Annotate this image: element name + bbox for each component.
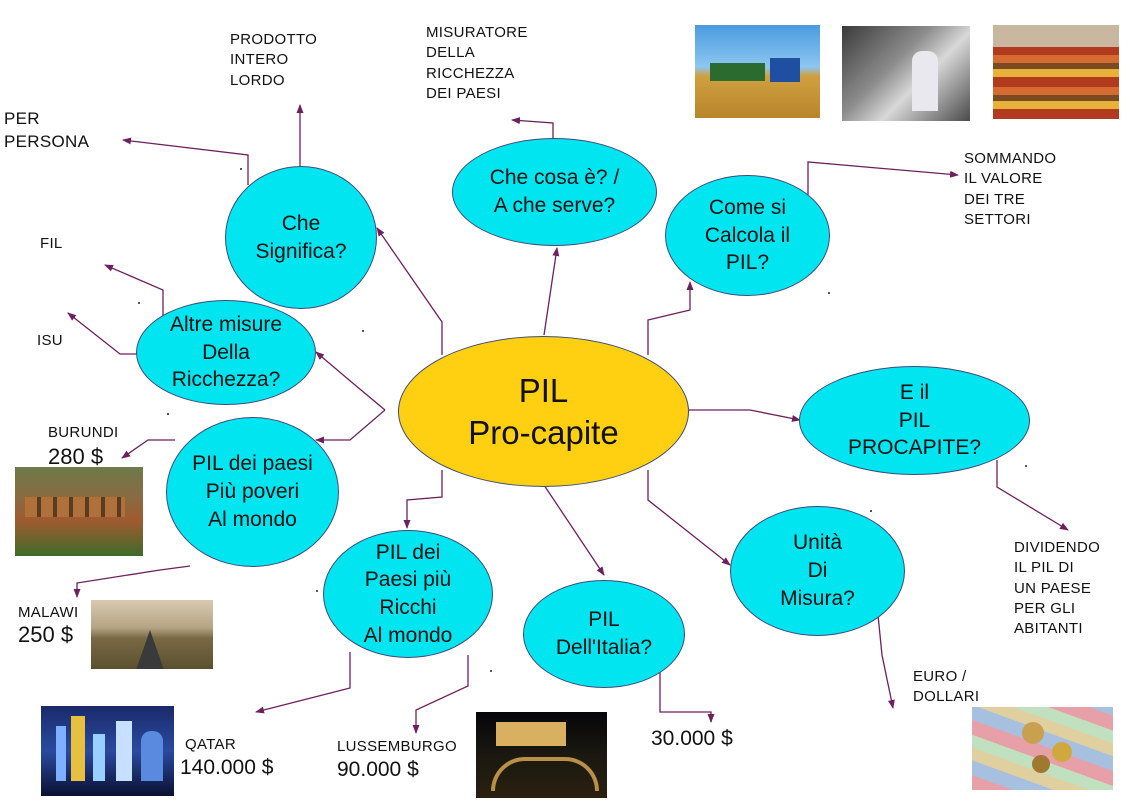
decorative-dot (138, 302, 140, 304)
malawi-road-photo (91, 600, 213, 669)
label-malawi: MALAWI (18, 604, 79, 621)
node-unita-di-misura: Unità Di Misura? (730, 506, 905, 636)
connector-center-cosa (543, 247, 560, 336)
node-pil-italia: PIL Dell'Italia? (523, 580, 685, 688)
connector-center-procapite (688, 409, 801, 422)
node-che-significa: Che Significa? (225, 166, 377, 309)
euro-banknotes-coins-photo (972, 707, 1113, 790)
burundi-village-photo (15, 467, 143, 556)
label-prodotto-interno-lordo: PRODOTTO INTERO LORDO (230, 31, 318, 89)
connector-altre-isu (67, 312, 137, 355)
qatar-skyline-photo (41, 706, 174, 796)
node-pil-procapite-question: E il PIL PROCAPITE? (799, 366, 1030, 475)
decorative-dot (1025, 465, 1027, 467)
node-altre-misure: Altre misure Della Ricchezza? (136, 300, 316, 405)
supermarket-shelves-photo (993, 25, 1119, 119)
decorative-dot (870, 510, 872, 512)
connector-center-calcola (647, 281, 694, 355)
label-sommando: SOMMANDO IL VALORE DEI TRE SETTORI (964, 150, 1057, 228)
value-lussemburgo: 90.000 $ (337, 758, 419, 781)
node-che-cosa-e: Che cosa è? / A che serve? (452, 138, 657, 246)
connector-italia-value (659, 660, 715, 723)
connector-unita-euro (876, 604, 895, 709)
connector-procapite-dividendo (996, 460, 1069, 531)
connector-center-altre (315, 351, 386, 411)
decorative-dot (490, 670, 492, 672)
decorative-dot (167, 413, 169, 415)
connector-center-ricchi (403, 470, 443, 529)
value-malawi: 250 $ (18, 622, 74, 647)
label-dividendo: DIVIDENDO IL PIL DI UN PAESE PER GLI ABI… (1014, 539, 1101, 637)
connector-altre-fil (104, 264, 164, 318)
node-come-si-calcola: Come si Calcola il PIL? (665, 175, 830, 296)
connector-significa-perpersona (122, 137, 249, 185)
center-node-pil-procapite: PIL Pro-capite (398, 336, 689, 487)
decorative-dot (828, 292, 830, 294)
label-fil: FIL (40, 235, 63, 252)
factory-worker-photo (842, 26, 970, 121)
decorative-dot (240, 168, 242, 170)
connector-poveri-malawi (73, 565, 191, 598)
connector-center-poveri (315, 409, 386, 444)
node-pil-paesi-poveri: PIL dei paesi Più poveri Al mondo (166, 417, 339, 567)
connector-calcola-sommando (807, 161, 959, 195)
luxembourg-bridge-photo (476, 712, 607, 798)
label-lussemburgo: LUSSEMBURGO (337, 738, 457, 755)
connector-poveri-burundi (121, 439, 175, 459)
connector-center-significa (376, 227, 443, 355)
connector-cosa-misuratore (511, 117, 554, 140)
label-euro-dollari: EURO / DOLLARI (913, 668, 980, 706)
connector-center-unita (647, 470, 731, 566)
label-burundi: BURUNDI (48, 424, 119, 441)
node-pil-paesi-ricchi: PIL dei Paesi più Ricchi Al mondo (323, 530, 493, 658)
value-italia: 30.000 $ (651, 727, 733, 750)
value-burundi: 280 $ (48, 444, 104, 469)
decorative-dot (316, 590, 318, 592)
connector-center-italia (543, 484, 605, 576)
value-qatar: 140.000 $ (180, 756, 274, 779)
connector-ricchi-lussemburgo (412, 655, 469, 734)
label-isu: ISU (37, 332, 63, 349)
label-per-persona: PER PERSONA (4, 109, 90, 151)
label-qatar: QATAR (185, 736, 236, 753)
harvester-field-photo (695, 25, 820, 118)
decorative-dot (362, 330, 364, 332)
label-misuratore-ricchezza: MISURATORE DELLA RICCHEZZA DEI PAESI (426, 24, 528, 102)
connector-ricchi-qatar (255, 652, 351, 714)
